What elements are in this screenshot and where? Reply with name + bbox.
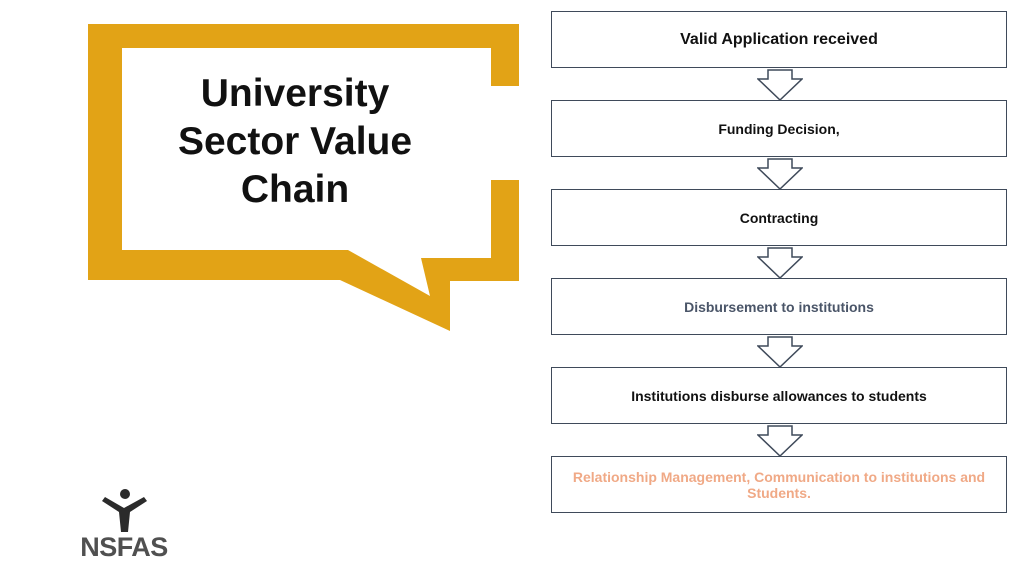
down-arrow-icon: [757, 247, 803, 279]
flow-step-label: Funding Decision,: [718, 120, 840, 137]
flow-step-relationship-management: Relationship Management, Communication t…: [551, 456, 1007, 513]
flow-step-disbursement: Disbursement to institutions: [551, 278, 1007, 335]
down-arrow-icon: [757, 69, 803, 101]
title-line-2: Sector Value: [177, 120, 413, 163]
person-figure-icon: [102, 489, 147, 532]
flow-step-contracting: Contracting: [551, 189, 1007, 246]
down-arrow-icon: [757, 158, 803, 190]
callout-bubble-shape: [88, 24, 519, 331]
down-arrow-icon: [757, 336, 803, 368]
flow-step-label: Relationship Management, Communication t…: [572, 468, 986, 501]
down-arrow-icon: [757, 425, 803, 457]
flow-step-valid-application: Valid Application received: [551, 11, 1007, 68]
callout-title: University Sector Value Chain: [120, 70, 470, 214]
flow-step-funding-decision: Funding Decision,: [551, 100, 1007, 157]
flow-step-label: Contracting: [739, 209, 819, 226]
title-line-3: Chain: [240, 168, 350, 211]
flow-step-label: Disbursement to institutions: [684, 298, 874, 315]
logo-text: NSFAS: [80, 532, 168, 562]
flow-step-label: Valid Application received: [680, 30, 878, 48]
nsfas-logo: NSFAS: [72, 488, 176, 564]
title-line-1: University: [200, 72, 390, 115]
flow-step-allowances: Institutions disburse allowances to stud…: [551, 367, 1007, 424]
flow-step-label: Institutions disburse allowances to stud…: [631, 387, 927, 404]
callout-frame: University Sector Value Chain: [0, 0, 540, 340]
